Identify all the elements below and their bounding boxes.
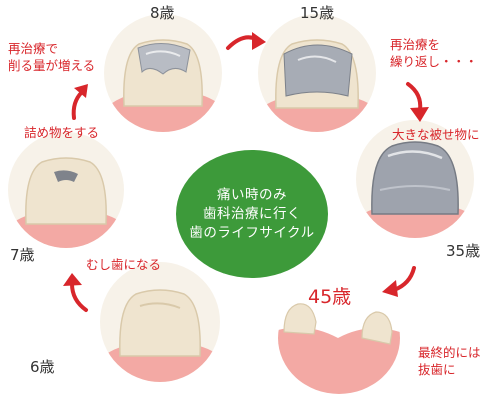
circle-age-45 xyxy=(278,282,400,394)
center-title-line-1: 痛い時のみ xyxy=(217,186,287,203)
circle-age-8 xyxy=(104,14,222,132)
arrow-15-to-35 xyxy=(406,82,429,122)
circle-age-6 xyxy=(100,262,220,382)
arrow-6-to-7 xyxy=(63,273,88,312)
note-big-crown: 大きな被せ物に xyxy=(392,127,480,142)
molar-with-cavity-filling-icon xyxy=(8,132,124,248)
arrow-8-to-15 xyxy=(226,32,266,50)
arrow-7-to-8 xyxy=(71,84,88,120)
center-title-line-3: 歯のライフサイクル xyxy=(189,224,315,241)
arrow-35-to-45 xyxy=(382,266,416,297)
age-label-6: 6歳 xyxy=(30,358,55,376)
note-extraction: 最終的には 抜歯に xyxy=(418,345,481,377)
age-label-45: 45歳 xyxy=(308,286,352,308)
note-more-cutting: 再治療で 削る量が増える xyxy=(8,41,96,73)
circle-age-7 xyxy=(8,132,124,248)
age-label-8: 8歳 xyxy=(150,4,175,22)
molar-with-metal-crown-icon xyxy=(356,120,474,238)
center-title-line-2: 歯科治療に行く xyxy=(203,205,301,222)
note-filling: 詰め物をする xyxy=(24,125,100,140)
note-retreatment: 再治療を 繰り返し・・・ xyxy=(390,37,478,69)
age-label-35: 35歳 xyxy=(446,242,481,260)
missing-tooth-gum-icon xyxy=(278,282,400,394)
center-title-circle: 痛い時のみ 歯科治療に行く 歯のライフサイクル xyxy=(176,150,328,278)
age-label-7: 7歳 xyxy=(10,246,35,264)
molar-with-metal-inlay-icon xyxy=(258,14,376,132)
circle-age-35 xyxy=(356,120,474,238)
healthy-molar-icon xyxy=(100,262,220,382)
molar-with-small-filling-icon xyxy=(104,14,222,132)
note-cavity: むし歯になる xyxy=(86,257,162,272)
age-label-15: 15歳 xyxy=(300,4,335,22)
circle-age-15 xyxy=(258,14,376,132)
